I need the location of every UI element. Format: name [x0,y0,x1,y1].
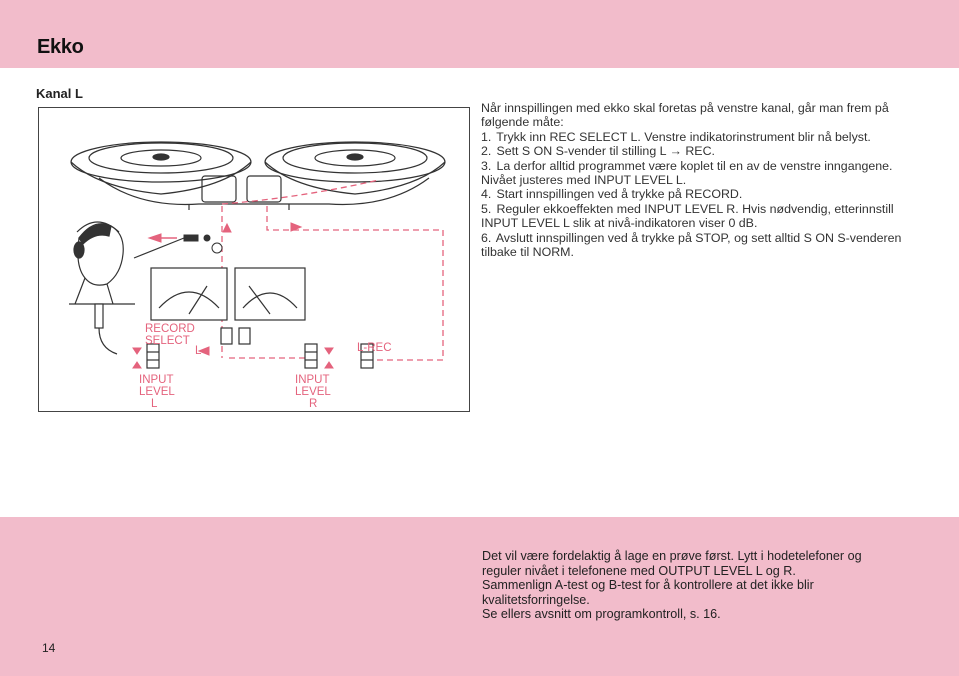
step-item: 6. Avslutt innspillingen ved å trykke på… [481,230,902,260]
input-level-r-label-1: INPUT [295,374,330,386]
left-reel [70,141,252,195]
footer-line: Sammenlign A-test og B-test for å kontro… [482,578,814,593]
intro-paragraph: Når innspillingen med ekko skal foretas … [481,101,889,130]
page-title: Ekko [37,36,84,58]
page-number: 14 [42,641,56,655]
record-select-label-2: SELECT [145,335,190,347]
step-item: 2. Sett S ON S-vender til stilling L → R… [481,144,715,159]
footer-line: Se ellers avsnitt om programkontroll, s.… [482,607,721,622]
tape-deck-illustration: RECORD SELECT L L-REC INPUT LEVEL L INPU… [69,141,446,410]
input-level-r-label-3: R [309,398,317,410]
footer-line: Det vil være fordelaktig å lage en prøve… [482,549,862,563]
right-reel [264,141,446,195]
input-level-l-label-3: L [151,398,158,410]
input-level-l-label-1: INPUT [139,374,174,386]
record-select-label: RECORD [145,323,195,335]
step-text: Start innspillingen ved å trykke på RECO… [496,187,743,202]
echo-diagram: RECORD SELECT L L-REC INPUT LEVEL L INPU… [38,107,470,412]
control-buttons [146,327,374,369]
footer-band [0,517,959,676]
tape-path [98,175,430,210]
input-level-l-label-2: LEVEL [139,386,175,398]
step-text: Avslutt innspillingen ved å trykke på ST… [481,230,902,260]
person-with-headphones-icon [69,221,135,355]
header-band [0,0,959,68]
footer-note: Det vil være fordelaktig å lage en prøve… [482,549,922,622]
step-text: La derfor alltid programmet være koplet … [481,158,893,188]
step-item: 3. La derfor alltid programmet være kopl… [481,158,893,188]
step-item: 4. Start innspillingen ved å trykke på R… [481,187,743,202]
signal-arrows [132,222,334,369]
section-label: Kanal L [36,86,83,101]
step-item: 5. Reguler ekkoeffekten med INPUT LEVEL … [481,201,894,231]
level-meters [150,267,306,321]
step-list: 1. Trykk inn REC SELECT L. Venstre indik… [481,130,921,260]
step-text: Sett S ON S-vender til stilling L → REC. [496,144,715,159]
instruction-text: Når innspillingen med ekko skal foretas … [481,101,921,259]
footer-line: reguler nivået i telefonene med OUTPUT L… [482,563,796,578]
step-text: Trykk inn REC SELECT L. Venstre indikato… [496,129,871,144]
headphone-plug [133,234,223,259]
step-item: 1. Trykk inn REC SELECT L. Venstre indik… [481,129,871,144]
record-select-l-label: L [195,345,202,357]
step-text: Reguler ekkoeffekten med INPUT LEVEL R. … [481,201,894,231]
l-rec-label: L-REC [357,342,392,354]
footer-line: kvalitetsforringelse. [482,592,590,607]
input-level-r-label-2: LEVEL [295,386,331,398]
